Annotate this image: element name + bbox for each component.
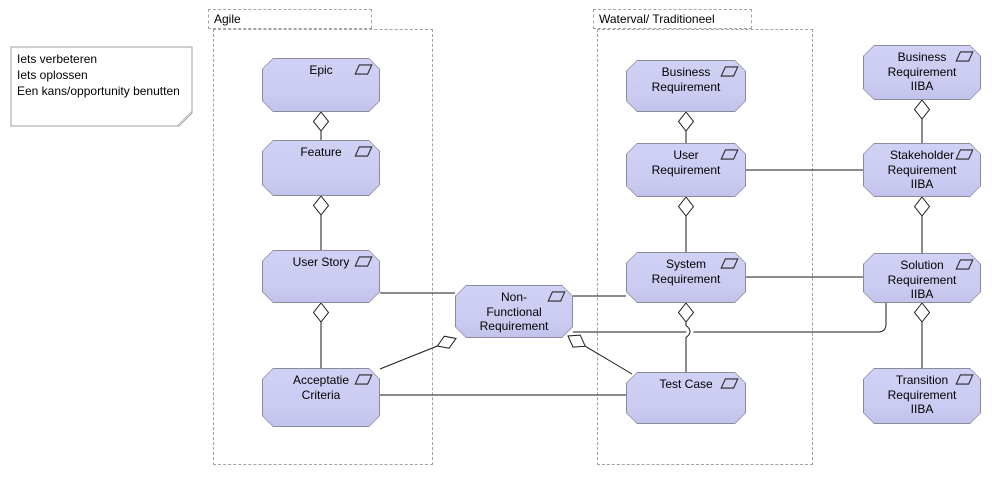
node-acceptatie-criteria-fill — [263, 369, 379, 426]
node-business-requirement: Business Requirement — [626, 60, 746, 112]
group-agile-tab: Agile — [208, 9, 372, 29]
node-user-story-fill — [263, 251, 379, 302]
requirement-icon — [955, 51, 974, 62]
group-agile-body — [213, 29, 433, 465]
node-solution-requirement-iiba-fill — [864, 254, 980, 302]
requirement-icon — [955, 149, 974, 160]
node-test-case-fill — [627, 373, 745, 423]
node-stakeholder-requirement-iiba-label: Stakeholder Requirement IIBA — [887, 148, 957, 191]
node-feature-label: Feature — [300, 145, 342, 159]
requirement-icon — [720, 378, 739, 389]
aggregation-epic-feature — [312, 111, 330, 140]
requirement-icon — [955, 374, 974, 385]
node-business-requirement-fill — [627, 61, 745, 111]
node-solution-requirement-iiba-label: Solution Requirement IIBA — [887, 258, 957, 301]
node-stakeholder-requirement-iiba-fill — [864, 144, 980, 196]
aggregation-nfr-test-case — [567, 334, 633, 375]
requirement-icon — [354, 146, 373, 157]
requirement-icon — [354, 64, 373, 75]
node-transition-requirement-iiba-fill — [864, 369, 980, 423]
node-feature: Feature — [262, 140, 380, 196]
node-non-functional-requirement-label: Non- Functional Requirement — [479, 290, 549, 333]
aggregation-nfr-acceptatie-criteria — [379, 335, 457, 370]
node-business-requirement-iiba: Business Requirement IIBA — [863, 45, 981, 100]
requirement-icon — [720, 66, 739, 77]
node-epic: Epic — [262, 58, 380, 112]
node-user-story-label: User Story — [292, 255, 350, 269]
requirement-icon — [720, 258, 739, 269]
node-epic-fill — [263, 59, 379, 111]
requirement-icon — [720, 149, 739, 160]
node-user-requirement: User Requirement — [626, 143, 746, 197]
node-stakeholder-requirement-iiba: Stakeholder Requirement IIBA — [863, 143, 981, 197]
node-business-requirement-iiba-fill — [864, 46, 980, 99]
group-waterval-body — [597, 29, 813, 465]
node-system-requirement: System Requirement — [626, 252, 746, 303]
node-non-functional-requirement-fill — [456, 286, 572, 337]
node-business-requirement-iiba-label: Business Requirement IIBA — [887, 50, 957, 93]
requirement-icon — [547, 291, 566, 302]
note-text: Iets verbeteren Iets oplossen Een kans/o… — [17, 52, 180, 98]
node-user-requirement-fill — [627, 144, 745, 196]
aggregation-system-requirement-test-case — [677, 302, 695, 372]
node-epic-label: Epic — [309, 63, 333, 77]
node-user-story: User Story — [262, 250, 380, 303]
node-acceptatie-criteria: Acceptatie Criteria — [262, 368, 380, 427]
requirement-icon — [955, 259, 974, 270]
node-acceptatie-criteria-label: Acceptatie Criteria — [292, 373, 350, 402]
aggregation-stakeholder-requirement-iiba-solution-requirement-iiba — [913, 196, 931, 253]
note-shape — [10, 46, 193, 127]
aggregation-feature-user-story — [312, 195, 330, 250]
node-transition-requirement-iiba-label: Transition Requirement IIBA — [887, 373, 957, 416]
requirement-icon — [354, 374, 373, 385]
node-transition-requirement-iiba: Transition Requirement IIBA — [863, 368, 981, 424]
node-solution-requirement-iiba: Solution Requirement IIBA — [863, 253, 981, 303]
association-nfr-solution-requirement-iiba — [573, 303, 887, 333]
node-business-requirement-label: Business Requirement — [651, 65, 721, 94]
node-feature-fill — [263, 141, 379, 195]
node-system-requirement-label: System Requirement — [651, 257, 721, 286]
node-test-case-label: Test Case — [659, 377, 713, 391]
aggregation-solution-requirement-iiba-transition-requirement-iiba — [913, 302, 931, 368]
aggregation-user-requirement-system-requirement — [677, 196, 695, 252]
group-waterval-tab: Waterval/ Traditioneel — [593, 9, 752, 29]
requirement-icon — [354, 256, 373, 267]
aggregation-user-story-acceptatie-criteria — [312, 302, 330, 368]
group-agile-label: Agile — [214, 12, 241, 26]
node-system-requirement-fill — [627, 253, 745, 302]
aggregation-business-requirement-iiba-stakeholder-requirement-iiba — [913, 99, 931, 143]
group-waterval-label: Waterval/ Traditioneel — [599, 12, 715, 26]
node-user-requirement-label: User Requirement — [651, 148, 721, 177]
node-test-case: Test Case — [626, 372, 746, 424]
aggregation-business-requirement-user-requirement — [677, 111, 695, 143]
node-non-functional-requirement: Non- Functional Requirement — [455, 285, 573, 338]
